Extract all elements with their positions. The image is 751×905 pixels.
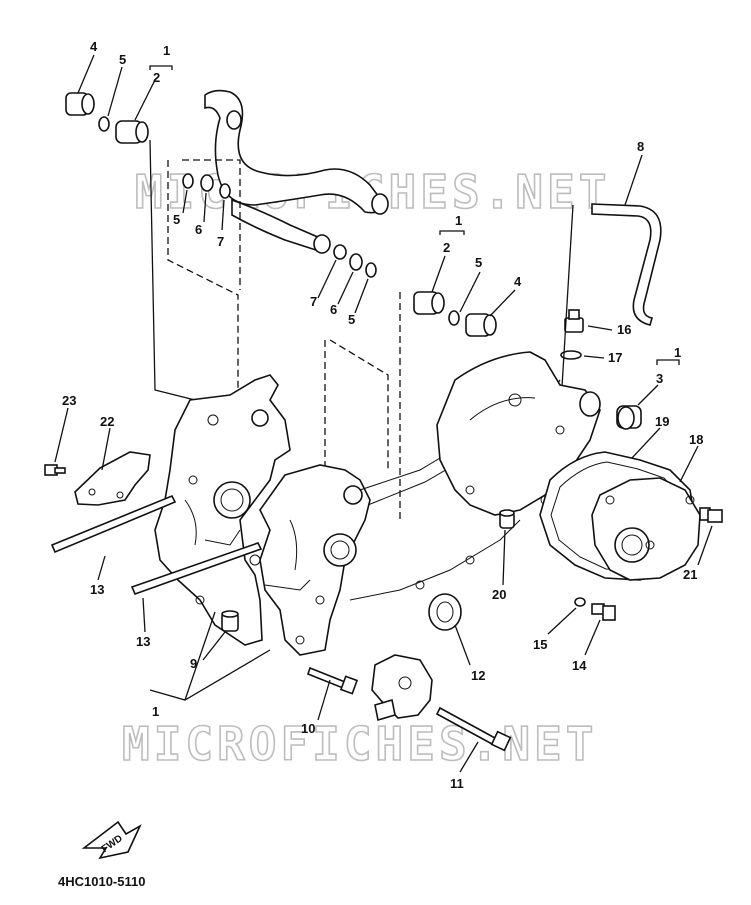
callout-20: 20 — [492, 587, 506, 602]
callout-6: 6 — [330, 302, 337, 317]
cover-part-18 — [591, 477, 701, 581]
bolt-part-14 — [591, 603, 616, 621]
callout-18: 18 — [689, 432, 703, 447]
callout-16: 16 — [617, 322, 631, 337]
callout-1: 1 — [163, 43, 170, 58]
washer-part-15 — [574, 597, 586, 607]
callout-22: 22 — [100, 414, 114, 429]
oil-seal-part-12 — [428, 593, 462, 631]
forward-direction-arrow: FWD — [81, 820, 142, 860]
bolt-part-10 — [307, 666, 359, 695]
callout-3: 3 — [656, 371, 663, 386]
bracket-part-22 — [74, 451, 151, 506]
collar-part-4-left — [65, 92, 95, 116]
callout-21: 21 — [683, 567, 697, 582]
bolt-part-11 — [435, 706, 512, 752]
ring-part-6-center — [349, 253, 363, 271]
callout-11: 11 — [450, 776, 464, 791]
callout-1: 1 — [674, 345, 681, 360]
bolt-part-23 — [44, 464, 66, 476]
o-ring-part-5-mid — [182, 173, 194, 189]
callout-2: 2 — [443, 240, 450, 255]
callout-9: 9 — [190, 656, 197, 671]
bushing-part-2-right — [413, 291, 445, 315]
callout-14: 14 — [572, 658, 587, 673]
callout-13: 13 — [90, 582, 104, 597]
callout-12: 12 — [471, 668, 485, 683]
ring-part-6-mid — [200, 174, 214, 192]
collar-part-3 — [616, 405, 642, 430]
callout-1: 1 — [455, 213, 462, 228]
callout-13: 13 — [136, 634, 150, 649]
bushing-part-2-left — [115, 120, 149, 144]
ring-part-7-center — [333, 244, 347, 260]
callout-23: 23 — [62, 393, 76, 408]
collar-part-4-right — [465, 313, 497, 337]
stud-bolt-part-13-upper — [50, 494, 177, 554]
callout-4: 4 — [90, 39, 98, 54]
crankcase-right-half — [259, 464, 371, 656]
callout-15: 15 — [533, 637, 547, 652]
dowel-pin-part-20 — [499, 509, 515, 529]
callout-7: 7 — [310, 294, 317, 309]
hose-upper — [204, 89, 386, 214]
callout-19: 19 — [655, 414, 669, 429]
callout-7: 7 — [217, 234, 224, 249]
callout-5: 5 — [173, 212, 180, 227]
bolt-part-21 — [699, 507, 723, 523]
o-ring-part-17 — [560, 350, 582, 360]
callout-5: 5 — [119, 52, 126, 67]
callout-5: 5 — [348, 312, 355, 327]
callout-2: 2 — [153, 70, 160, 85]
ring-part-7-mid — [219, 183, 231, 199]
breather-hose-part-8 — [591, 203, 662, 326]
stud-bolt-part-13-lower — [130, 542, 263, 596]
dowel-pin-part-9 — [221, 610, 239, 632]
callout-10: 10 — [301, 721, 315, 736]
callout-6: 6 — [195, 222, 202, 237]
o-ring-part-5-left — [98, 116, 110, 132]
diagram-part-code: 4HC1010-5110 — [58, 874, 145, 889]
callout-1: 1 — [152, 704, 159, 719]
callout-17: 17 — [608, 350, 622, 365]
o-ring-part-5-center — [365, 262, 377, 278]
callout-4: 4 — [514, 274, 522, 289]
watermark-bottom: MICROFICHES.NET — [122, 717, 597, 771]
drain-plug-part-16 — [564, 309, 584, 333]
callout-8: 8 — [637, 139, 644, 154]
callout-5: 5 — [475, 255, 482, 270]
o-ring-part-5-right — [448, 310, 460, 326]
callout-labels: 4 5 1 2 5 6 7 8 1 2 5 4 7 6 5 16 17 1 3 … — [62, 39, 703, 791]
